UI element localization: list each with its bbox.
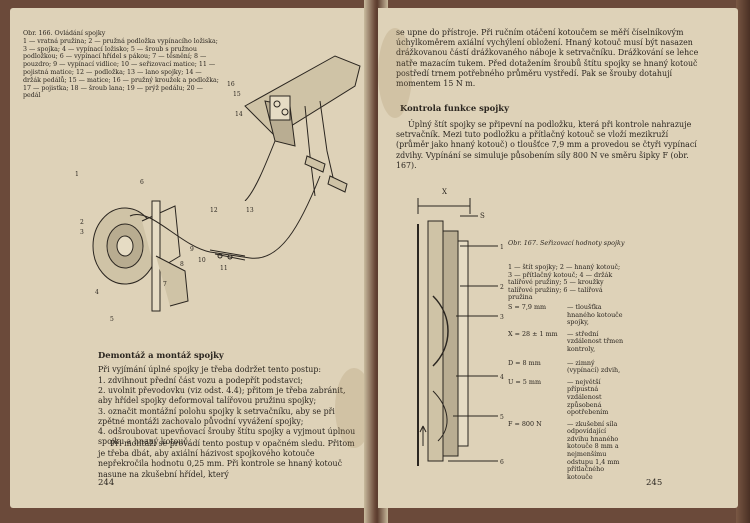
legend-value: — největší přípustná vzdálenost způsoben… [567,377,609,417]
page-stain [378,28,412,118]
legend-key: U = 5 mm [508,377,542,386]
legend-value: — zimný (vypínací) zdvih, [567,358,621,375]
label-6: 6 [140,179,144,186]
legend-row-f: F = 800 N — zkušební síla odpovídající z… [508,419,626,482]
fig-label-4: 4 [500,374,504,381]
fig-label-x: X [442,188,447,196]
demontaz-intro: Při vyjímání úplné spojky je třeba dodrž… [98,365,322,374]
clutch-section-diagram: X S 1 2 3 4 5 6 [417,188,504,466]
label-14: 14 [235,111,243,118]
pedal-assembly-illustration: 16 15 14 [227,55,361,201]
fig-label-2: 2 [500,284,504,291]
label-3: 3 [80,229,84,236]
legend-key: X = 28 ± 1 mm [508,329,558,338]
label-5: 5 [110,316,114,323]
right-page: se upne do přístroje. Při ručním otáčení… [378,8,738,508]
legend-key: D = 8 mm [508,358,541,367]
section-heading-kontrola: Kontrola funkce spojky [400,103,509,113]
label-11: 11 [220,265,228,272]
label-4: 4 [95,289,99,296]
label-1: 1 [75,171,79,178]
kontrola-paragraph: Úplný štít spojky se připevní na podložk… [396,120,697,170]
legend-row-u: U = 5 mm — největší přípustná vzdálenost… [508,377,626,417]
step-4: 4. odšroubovat upevňovací šrouby štítu s… [98,427,356,447]
figure-167-legend: 1 — štít spojky; 2 — hnaný kotouč; 3 — p… [508,263,626,482]
page-number-right: 245 [646,478,663,488]
label-12: 12 [210,207,218,214]
section-heading-demontaz: Demontáž a montáž spojky [98,350,224,360]
legend-key: S = 7,9 mm [508,302,547,311]
label-8: 8 [180,261,184,268]
montaz-paragraph: Při montáži se provádí tento postup v op… [98,439,355,479]
legend-key: F = 800 N [508,419,542,428]
left-page: Obr. 166. Ovládání spojky 1 — vratná pru… [10,8,372,508]
legend-row-d: D = 8 mm — zimný (vypínací) zdvih, [508,358,626,375]
label-16: 16 [227,81,235,88]
legend-row-s: S = 7,9 mm — tloušťka hnaného kotouče sp… [508,302,626,327]
fig-label-1: 1 [500,244,504,251]
legend-value: — tloušťka hnaného kotouče spojky, [567,302,623,327]
label-10: 10 [198,257,206,264]
step-1: 1. zdvihnout přední část vozu a podepřít… [98,376,303,385]
label-9: 9 [190,246,194,253]
page-number-left: 244 [98,478,115,488]
step-2: 2. uvolnit převodovku (viz odst. 4.4); p… [98,386,346,406]
fig-label-5: 5 [500,414,504,421]
legend-value: — střední vzdálenost třmen kontroly, [567,329,624,353]
figure-166-caption: Obr. 166. Ovládání spojky 1 — vratná pru… [23,30,219,100]
clutch-assembly-illustration: 1 2 3 4 5 6 7 8 9 10 11 12 13 [75,171,321,323]
label-2: 2 [80,219,84,226]
legend-row-x: X = 28 ± 1 mm — střední vzdálenost třmen… [508,329,626,354]
fig-label-3: 3 [500,314,504,321]
label-13: 13 [246,207,254,214]
figure-167-caption: Obr. 167. Seřizovací hodnoty spojky [508,239,625,247]
label-15: 15 [233,91,241,98]
continued-paragraph: se upne do přístroje. Při ručním otáčení… [396,28,699,89]
fig-label-s: S [480,212,485,220]
label-7: 7 [163,281,167,288]
legend-value: — zkušební síla odpovídající zdvihu hnan… [567,419,620,481]
legend-parts: 1 — štít spojky; 2 — hnaný kotouč; 3 — p… [508,263,621,302]
book-edge [736,0,750,523]
demontaz-steps: 1. zdvihnout přední část vozu a podepřít… [98,376,356,447]
fig-label-6: 6 [500,459,504,466]
step-3: 3. označit montážní polohu spojky k setr… [98,406,335,426]
